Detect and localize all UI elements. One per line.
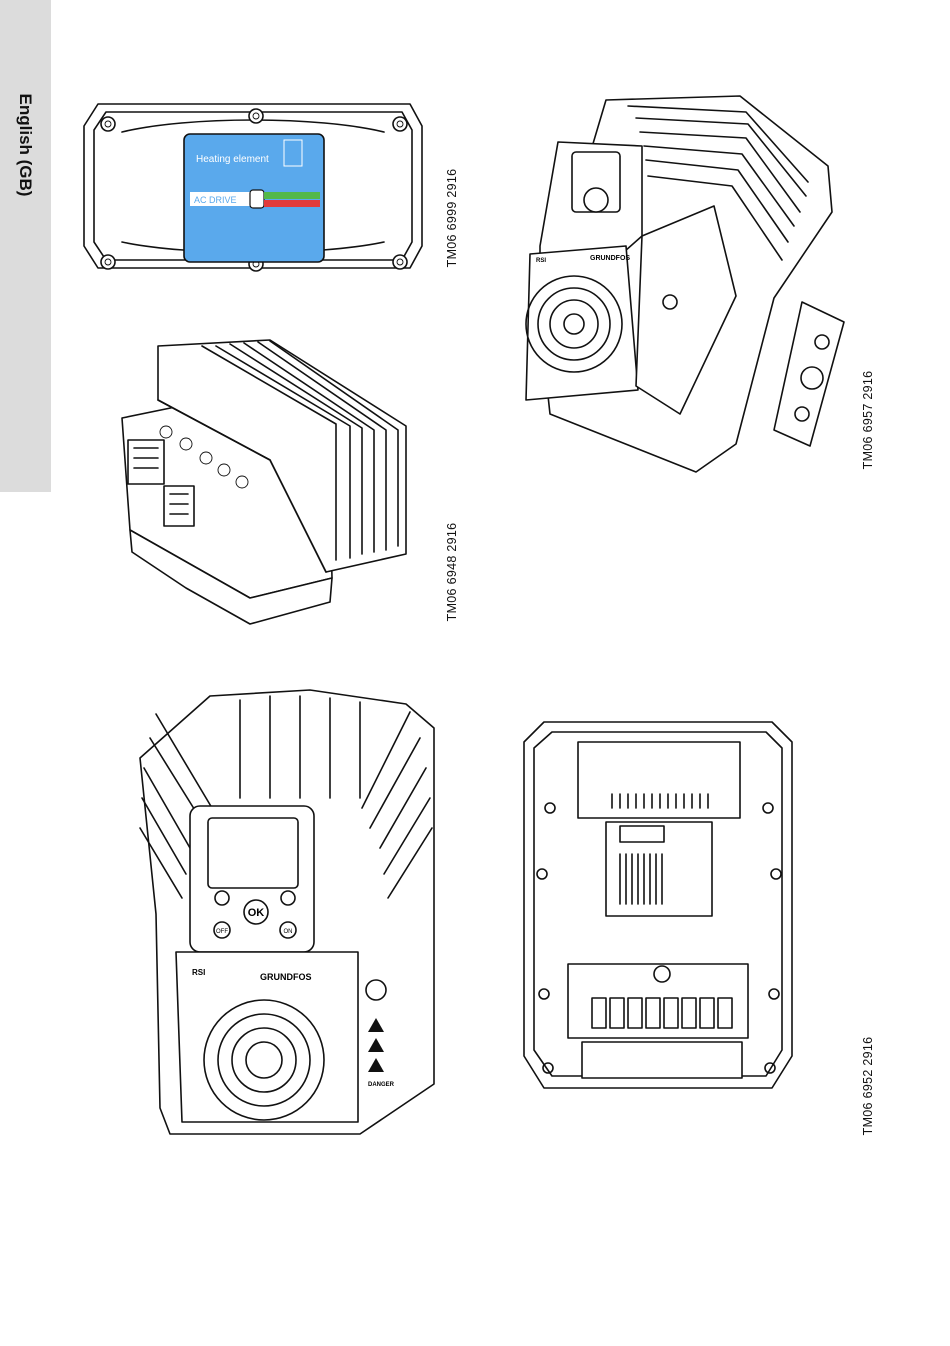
gland-plate [774, 302, 844, 446]
off-button-label: OFF [216, 929, 228, 935]
open-drive-cable-entry [582, 1042, 742, 1078]
tm-number-open: TM06 6952 2916 [861, 1037, 875, 1136]
open-drive-figure [522, 718, 802, 1092]
module-figure [100, 340, 420, 630]
exploded-drive-brand: GRUNDFOS [590, 255, 630, 262]
tm-number-module: TM06 6948 2916 [445, 523, 459, 622]
exploded-drive-figure: GRUNDFOS RSI [510, 96, 860, 486]
language-tab: English (GB) [0, 0, 51, 492]
tm-number-heating: TM06 6999 2916 [445, 169, 459, 268]
exploded-drive-keypad [584, 188, 608, 212]
front-drive-brand: GRUNDFOS [260, 972, 312, 982]
tm-number-exploded: TM06 6957 2916 [861, 371, 875, 470]
on-button-label: ON [284, 929, 293, 935]
front-drive-warning: DANGER [368, 1082, 395, 1088]
heating-label-title: Heating element [196, 154, 269, 165]
heating-label-drive: AC DRIVE [194, 195, 237, 205]
front-drive-model: RSI [192, 968, 205, 977]
front-drive-display [208, 818, 298, 888]
language-tab-label: English (GB) [15, 94, 35, 197]
ok-button-label: OK [248, 907, 265, 919]
front-drive-figure: OK OFF ON RSI GRUNDFOS DANGER [130, 688, 440, 1140]
heating-element-figure: Heating element AC DRIVE [78, 96, 428, 276]
exploded-drive-model: RSI [536, 258, 546, 264]
